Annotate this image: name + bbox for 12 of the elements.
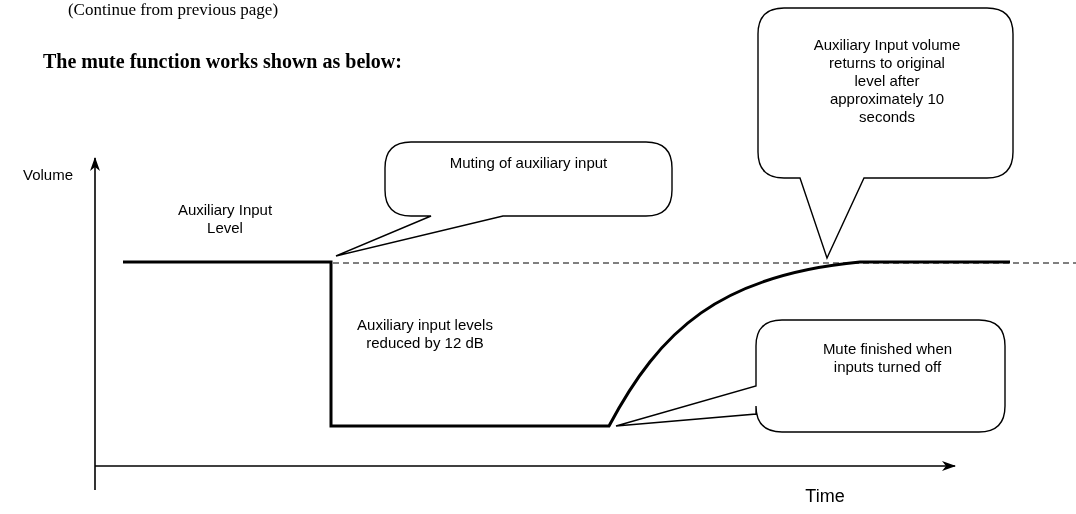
speech-bubble bbox=[615, 320, 1006, 433]
speech-bubble bbox=[757, 8, 1014, 260]
chart-label: Time bbox=[804, 486, 846, 508]
callout-text: Mute finished when inputs turned off bbox=[821, 340, 954, 376]
speech-bubble bbox=[335, 142, 673, 258]
chart-label: Auxiliary Input Level bbox=[176, 201, 274, 237]
callout-text: Auxiliary Input volume returns to original level after approximately 10 seconds bbox=[812, 36, 962, 126]
chart-label: Volume bbox=[21, 166, 74, 184]
chart-label: Auxiliary input levels reduced by 12 dB bbox=[356, 316, 494, 352]
callout-text: Muting of auxiliary input bbox=[448, 154, 609, 172]
heading: The mute function works shown as below: bbox=[43, 50, 402, 73]
page-note: (Continue from previous page) bbox=[66, 0, 280, 21]
